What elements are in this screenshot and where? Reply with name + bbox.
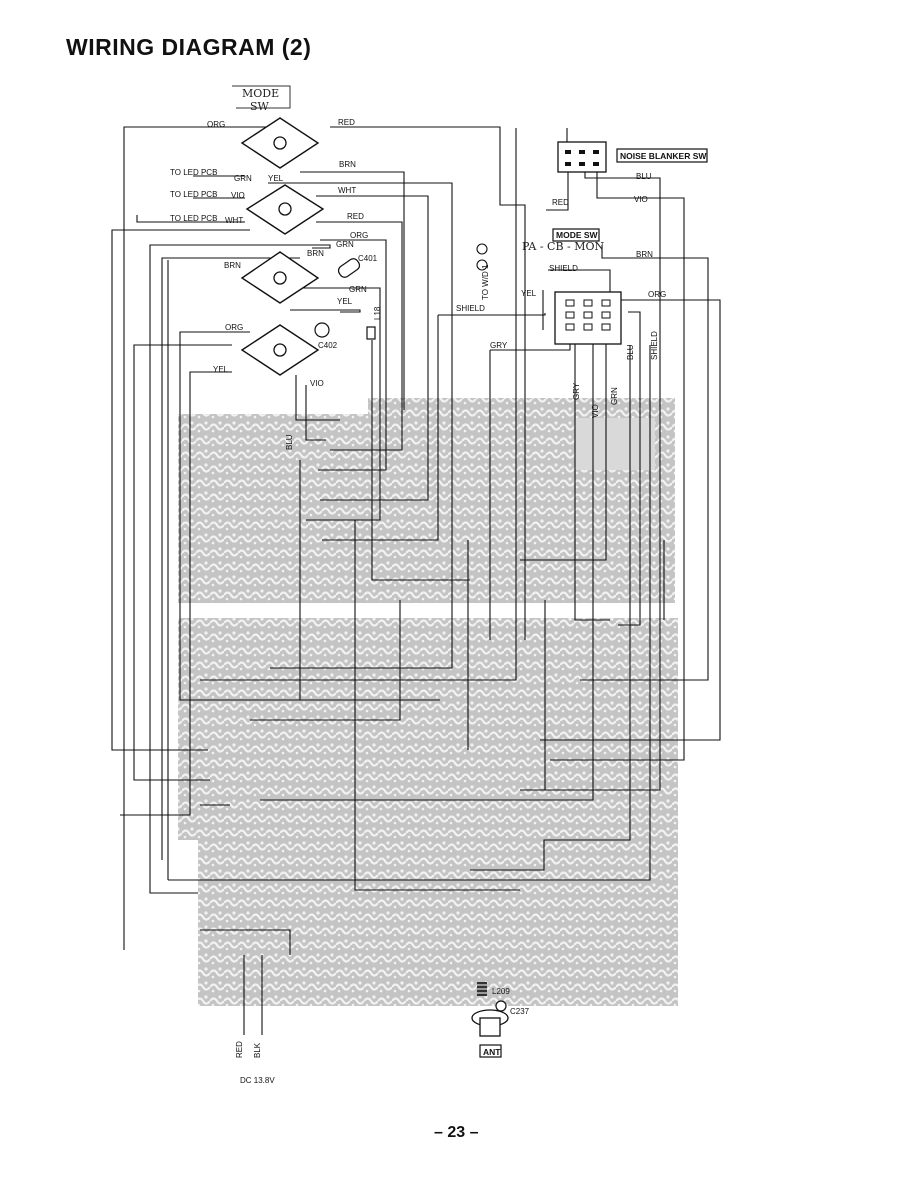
to-led-pcb-label-3: TO LED PCB [170,214,217,223]
noise-blanker-switch [557,141,708,173]
wire-label-wht: WHT [338,186,356,195]
ant-label: ANT [483,1047,501,1057]
wire-label-org: ORG [225,323,243,332]
wire-label-red: RED [552,198,569,207]
to-led-pcb-label-2: TO LED PCB [170,190,217,199]
mode-switch [552,228,622,345]
l18-label: L18 [373,306,382,320]
to-led-pcb-label-1: TO LED PCB [170,168,217,177]
switch-labels: NOISE BLANKER SW MODE SW [556,151,707,240]
wire-label-org: ORG [350,231,368,240]
wire-label-gry: GRY [572,382,581,400]
wire-label-brn: BRN [224,261,241,270]
component-labels: C401 C402 L18 L209 C237 ANT DC 13.8V [240,254,530,1085]
wire-label-vio: VIO [634,195,648,204]
wire-label-wht: WHT [225,216,243,225]
wire-color-labels: ORG RED BRN GRN YEL VIO WHT WHT RED ORG … [207,118,666,1058]
c402-label: C402 [318,341,338,350]
wire-label-grn: GRN [610,387,619,405]
led-pcb-labels: TO LED PCB TO LED PCB TO LED PCB [170,168,217,223]
wire-label-vio: VIO [231,191,245,200]
to-wd1-label: TO W/D 1 [481,264,490,300]
noise-blanker-label: NOISE BLANKER SW [620,151,707,161]
wire-label-shield: SHIELD [456,304,485,313]
wire-label-org: ORG [207,120,225,129]
wire-label-grn: GRN [336,240,354,249]
mode-sw-label: MODE SW [556,230,599,240]
wire-label-shield: SHIELD [650,331,659,360]
pcb-lower-section [178,618,678,1006]
dc-voltage-label: DC 13.8V [240,1076,275,1085]
capacitor-c402 [314,322,330,338]
wire-label-yel: YEL [521,289,537,298]
capacitor-c401 [337,258,361,278]
wire-label-vio: VIO [310,379,324,388]
wire-label-gry: GRY [490,341,508,350]
potentiometer-2 [245,184,325,235]
potentiometer-3 [240,251,320,304]
wire-label-red: RED [347,212,364,221]
c401-label: C401 [358,254,378,263]
potentiometer-4 [240,324,320,376]
wire-label-red: RED [235,1041,244,1058]
inductor-l18 [366,326,376,340]
wire-label-blk: BLK [253,1042,262,1058]
l209-label: L209 [492,987,510,996]
page-title: WIRING DIAGRAM (2) [66,34,312,60]
wire-label-vio: VIO [591,404,600,418]
wire-label-yel: YEL [337,297,353,306]
wire-label-brn: BRN [339,160,356,169]
handwritten-mode: MODE [242,87,279,100]
wire-label-red: RED [338,118,355,127]
handwritten-sw: SW [250,100,270,113]
connector-to-wd1 [476,243,488,271]
pcb-chip-area [575,418,655,470]
wire-label-shield: SHIELD [549,264,578,273]
wire-label-grn: GRN [349,285,367,294]
inductor-l209 [477,982,487,996]
wire-label-grn: GRN [234,174,252,183]
page-number: – 23 – [434,1124,479,1141]
handwritten-mode-sw-note: MODE SW PA - CB - MON [232,85,605,253]
wire-label-yel: YEL [213,365,229,374]
potentiometer-1 [240,117,320,169]
c237-label: C237 [510,1007,530,1016]
wire-label-blu: BLU [636,172,652,181]
wire-label-blu: BLU [285,434,294,450]
wiring-harness [111,126,721,1035]
wire-label-brn: BRN [636,250,653,259]
wire-label-org: ORG [648,290,666,299]
handwritten-pa-cb-mon: PA - CB - MON [522,240,605,253]
antenna-connector [471,1000,509,1058]
wire-label-yel: YEL [268,174,284,183]
wire-label-brn: BRN [307,249,324,258]
wire-label-blu: BLU [626,344,635,360]
